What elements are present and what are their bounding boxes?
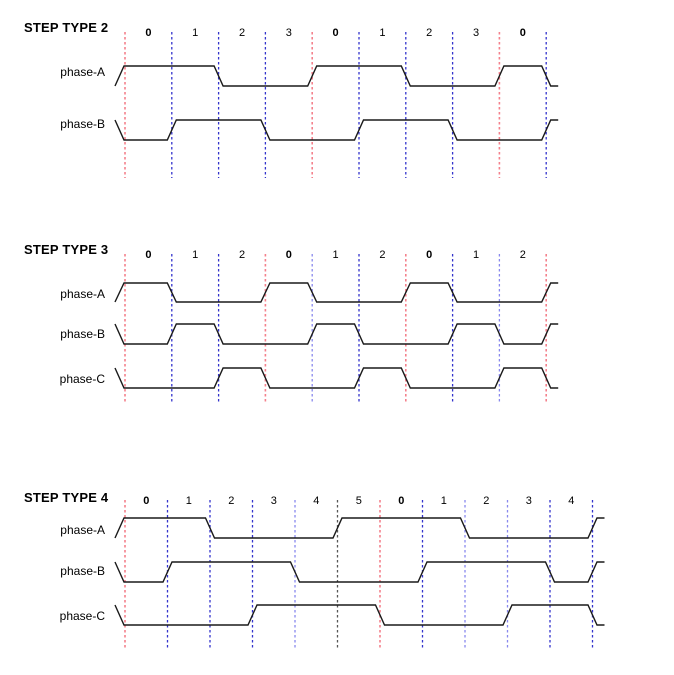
step-label: 0 (332, 27, 339, 39)
waveform-trace-phase-A (114, 517, 605, 539)
step-label: 1 (472, 249, 480, 261)
diagram-title-step-type-4: STEP TYPE 4 (24, 490, 109, 505)
waveform-trace-phase-A (114, 282, 559, 303)
step-label: 0 (285, 249, 292, 261)
step-label: 3 (472, 27, 480, 39)
step-label: 2 (379, 249, 386, 261)
step-label: 2 (426, 27, 433, 39)
diagram-title-step-type-3: STEP TYPE 3 (24, 242, 109, 257)
step-label: 1 (379, 27, 386, 39)
step-label: 4 (313, 495, 320, 507)
step-label: 2 (228, 495, 235, 507)
phase-label-phase-B: phase-B (60, 117, 105, 131)
step-label: 4 (568, 495, 575, 507)
phase-label-phase-A: phase-A (60, 65, 105, 79)
step-label: 1 (440, 495, 447, 507)
phase-label-phase-A: phase-A (60, 287, 105, 301)
step-label: 3 (285, 27, 292, 39)
step-label: 3 (270, 495, 277, 507)
waveform-trace-phase-C (114, 604, 605, 626)
phase-label-phase-C: phase-C (59, 372, 105, 386)
step-label: 2 (238, 249, 246, 261)
waveform-trace-phase-B (114, 119, 559, 141)
step-label: 3 (525, 495, 532, 507)
step-label: 1 (192, 249, 199, 261)
waveform-trace-phase-A (114, 65, 559, 87)
step-label: 0 (145, 27, 152, 39)
step-label: 0 (143, 495, 150, 507)
phase-label-phase-B: phase-B (60, 327, 105, 341)
step-label: 1 (185, 495, 192, 507)
step-label: 5 (355, 495, 362, 507)
waveform-trace-phase-B (114, 323, 559, 345)
step-label: 2 (519, 249, 526, 261)
step-label: 0 (398, 495, 405, 507)
phase-label-phase-B: phase-B (60, 564, 105, 578)
waveform-trace-phase-C (114, 367, 559, 389)
phase-label-phase-A: phase-A (60, 523, 105, 537)
step-label: 0 (519, 27, 526, 39)
step-label: 1 (332, 249, 339, 261)
step-label: 2 (483, 495, 490, 507)
step-label: 0 (145, 249, 152, 261)
step-label: 1 (192, 27, 199, 39)
diagram-title-step-type-2: STEP TYPE 2 (24, 20, 109, 35)
step-label: 2 (238, 27, 246, 39)
waveform-trace-phase-B (114, 561, 605, 583)
step-label: 0 (426, 249, 433, 261)
phase-label-phase-C: phase-C (59, 609, 105, 623)
